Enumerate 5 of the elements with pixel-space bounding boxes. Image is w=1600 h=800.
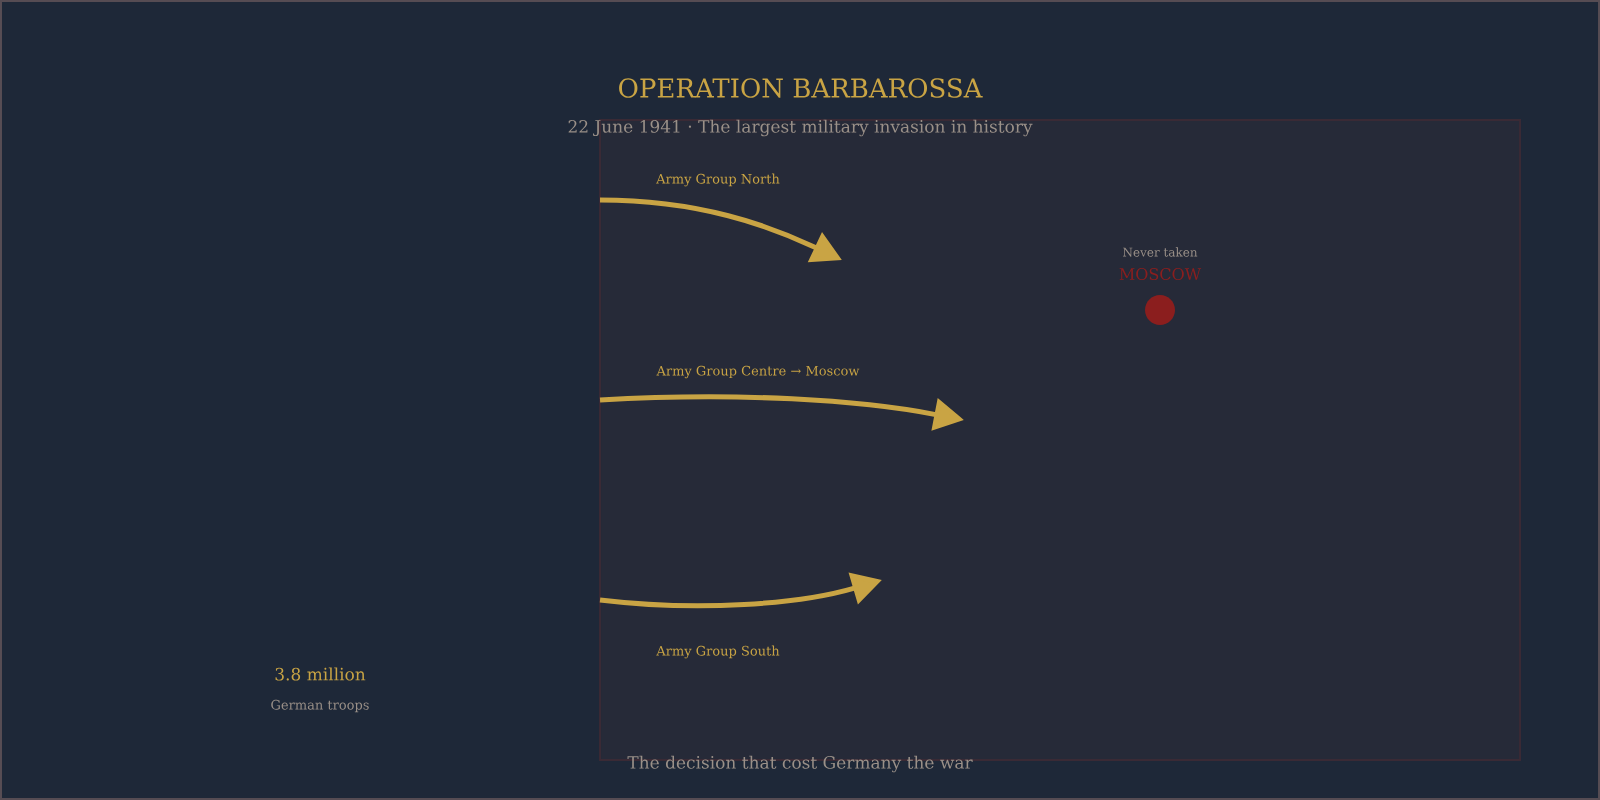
subtitle: 22 June 1941 · The largest military invasion in history — [568, 119, 1033, 137]
title: OPERATION BARBAROSSA — [619, 78, 983, 98]
footer-text: The decision that cost Germany the war — [627, 755, 973, 773]
statistic: 3.8 million — [275, 667, 366, 681]
city-name: MOSCOW — [1119, 267, 1202, 281]
